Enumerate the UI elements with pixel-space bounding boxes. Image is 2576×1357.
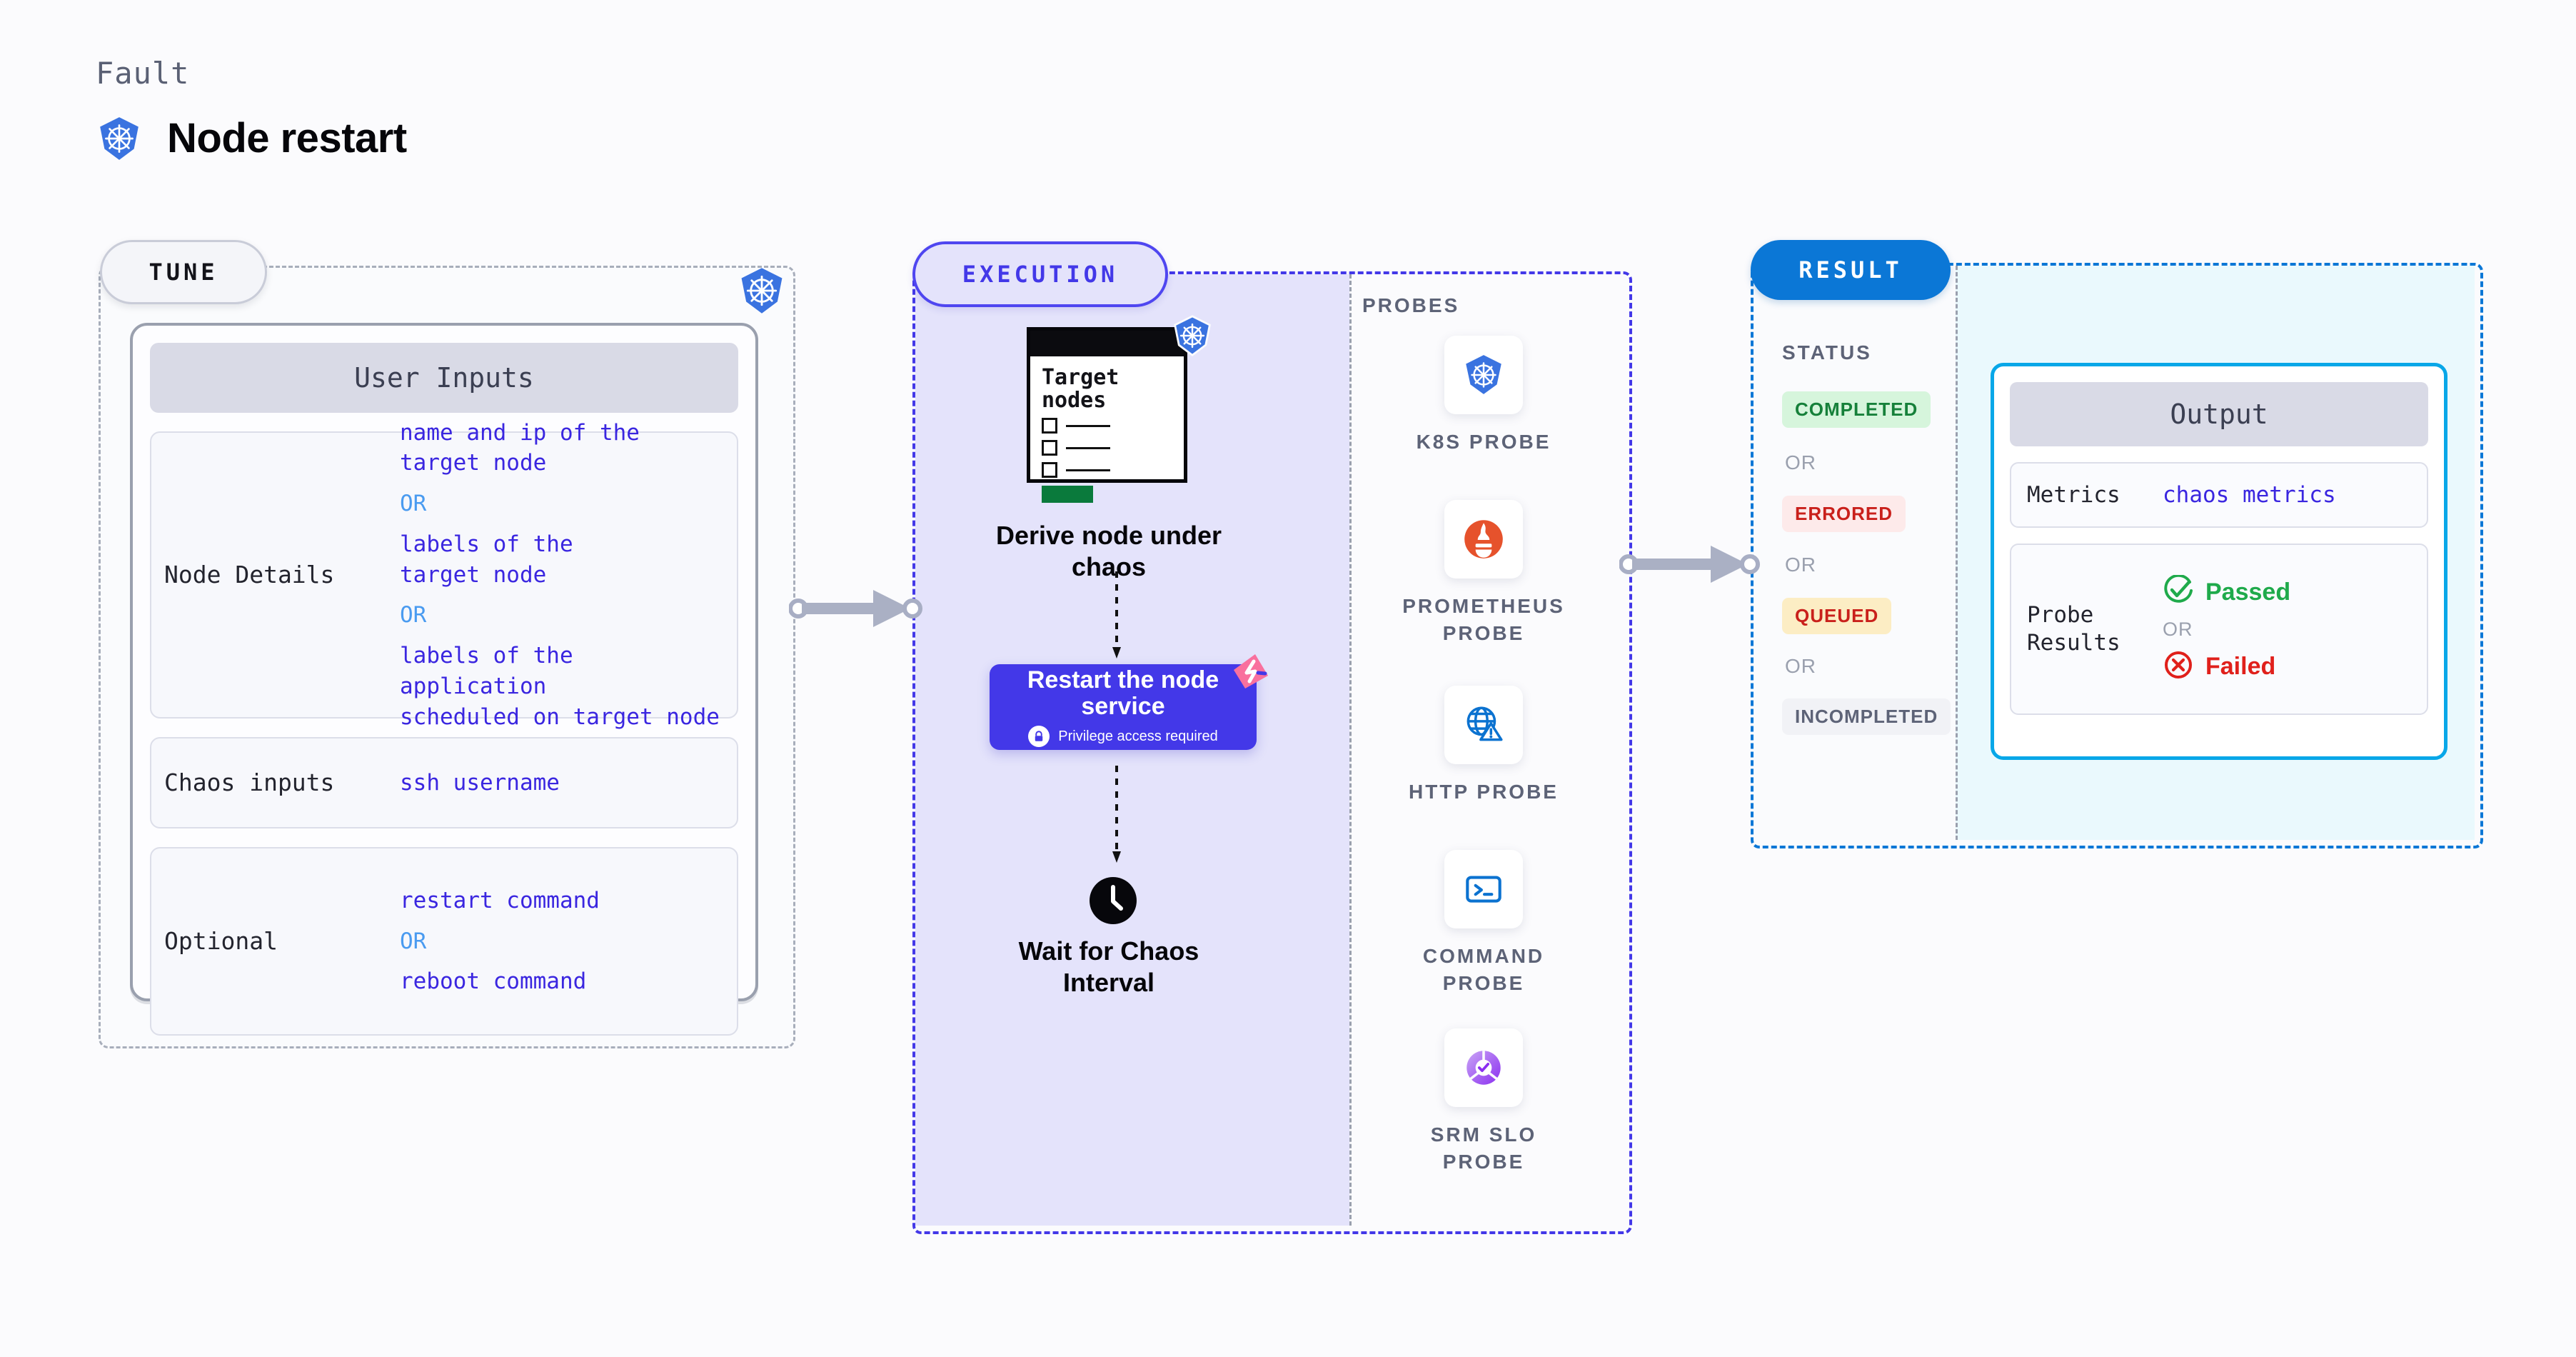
status-section-title: STATUS xyxy=(1782,341,1872,364)
row-label: Node Details xyxy=(164,561,335,589)
node-checkbox-row xyxy=(1042,440,1172,456)
tune-stage-pill[interactable]: TUNE xyxy=(100,240,267,304)
slo-gauge-icon xyxy=(1444,1028,1523,1107)
fault-title-row: Node restart xyxy=(96,114,407,162)
flow-connector-2 xyxy=(1111,766,1122,869)
row-values: name and ip of the target node OR labels… xyxy=(400,418,724,733)
x-circle-icon xyxy=(2163,649,2194,684)
probe-item-k8s[interactable]: K8S PROBE xyxy=(1362,336,1605,456)
or-separator: OR xyxy=(1785,655,1816,677)
node-checkbox-row xyxy=(1042,462,1172,478)
row-values: chaos metrics xyxy=(2163,482,2411,508)
restart-node-service-step[interactable]: Restart the node service Privilege acces… xyxy=(990,664,1257,750)
value-text: restart command xyxy=(400,887,600,913)
chaos-fault-badge-icon xyxy=(1229,651,1272,698)
status-badge-incompleted: INCOMPLETED xyxy=(1782,698,1951,735)
row-label: Metrics xyxy=(2027,481,2120,508)
placeholder-line xyxy=(1066,446,1110,449)
result-divider xyxy=(1956,266,1958,840)
output-row-metrics: Metrics chaos metrics xyxy=(2010,462,2428,528)
privilege-note: Privilege access required xyxy=(1028,726,1218,748)
kubernetes-icon xyxy=(737,266,787,319)
probe-item-srm-slo[interactable]: SRM SLO PROBE xyxy=(1362,1028,1605,1176)
target-nodes-card: Target nodes xyxy=(1027,327,1187,503)
probe-label: K8S PROBE xyxy=(1416,431,1551,453)
checkbox-icon xyxy=(1042,440,1057,456)
or-separator: OR xyxy=(400,602,427,629)
derive-node-label: Derive node under chaos xyxy=(995,521,1222,581)
execution-zone xyxy=(912,271,1632,1234)
probes-section-title: PROBES xyxy=(1362,294,1460,316)
node-checkbox-row xyxy=(1042,418,1172,434)
selected-node-bar xyxy=(1042,486,1093,503)
prometheus-icon xyxy=(1444,500,1523,579)
or-separator: OR xyxy=(2163,618,2193,640)
status-badge-queued: QUEUED xyxy=(1782,598,1892,634)
probe-result-passed: Passed xyxy=(2163,574,2411,610)
flow-connector-1 xyxy=(1111,571,1122,665)
target-nodes-title: Target nodes xyxy=(1042,365,1120,413)
row-label: Chaos inputs xyxy=(164,768,335,797)
probe-label: COMMAND PROBE xyxy=(1422,945,1545,994)
value-text: reboot command xyxy=(400,968,587,995)
probe-item-command[interactable]: COMMAND PROBE xyxy=(1362,850,1605,997)
arrow-execution-to-result xyxy=(1619,541,1762,591)
value-text: labels of the application scheduled on t… xyxy=(400,643,720,730)
passed-label: Passed xyxy=(2205,578,2291,606)
fault-eyebrow-label: Fault xyxy=(96,56,190,91)
probe-item-prometheus[interactable]: PROMETHEUS PROBE xyxy=(1362,500,1605,647)
or-separator: OR xyxy=(400,928,427,954)
execution-stage-pill[interactable]: EXECUTION xyxy=(912,241,1168,307)
output-row-probe-results: Probe Results Passed OR xyxy=(2010,544,2428,715)
probe-label: SRM SLO PROBE xyxy=(1430,1123,1537,1173)
terminal-icon xyxy=(1444,850,1523,928)
kubernetes-icon xyxy=(1171,314,1214,361)
value-text: name and ip of the target node xyxy=(400,419,640,476)
row-values: Passed OR Failed xyxy=(2163,574,2411,684)
tune-row-optional: Optional restart command OR reboot comma… xyxy=(150,847,738,1036)
arrow-tune-to-execution xyxy=(788,586,925,635)
row-label: Probe Results xyxy=(2027,602,2120,656)
row-values: ssh username xyxy=(400,768,724,798)
row-label: Optional xyxy=(164,927,278,956)
status-badge-completed: COMPLETED xyxy=(1782,391,1931,428)
clock-icon xyxy=(1090,877,1137,924)
output-card: Output Metrics chaos metrics Probe Resul… xyxy=(1991,363,2447,760)
lock-icon xyxy=(1028,726,1050,748)
result-status-panel-fill xyxy=(1754,266,1956,840)
probe-label: HTTP PROBE xyxy=(1409,781,1559,803)
value-text: ssh username xyxy=(400,769,560,796)
page-title: Node restart xyxy=(167,115,407,161)
or-separator: OR xyxy=(1785,554,1816,576)
result-stage-pill[interactable]: RESULT xyxy=(1751,240,1951,300)
or-separator: OR xyxy=(1785,451,1816,474)
tune-row-chaos-inputs: Chaos inputs ssh username xyxy=(150,737,738,828)
placeholder-line xyxy=(1066,469,1110,471)
output-header: Output xyxy=(2010,382,2428,446)
wait-chaos-interval-label: Wait for Chaos Interval xyxy=(1018,936,1199,997)
kubernetes-icon xyxy=(96,115,143,162)
failed-label: Failed xyxy=(2205,652,2276,680)
step-title: Restart the node service xyxy=(1027,666,1219,720)
or-separator: OR xyxy=(400,491,427,517)
card-titlebar xyxy=(1030,331,1184,356)
checkbox-icon xyxy=(1042,418,1057,434)
probe-label: PROMETHEUS PROBE xyxy=(1402,595,1565,644)
probe-result-failed: Failed xyxy=(2163,649,2411,684)
user-inputs-card: User Inputs Node Details name and ip of … xyxy=(130,323,758,1036)
kubernetes-icon xyxy=(1444,336,1523,414)
checkbox-icon xyxy=(1042,462,1057,478)
probe-item-http[interactable]: HTTP PROBE xyxy=(1362,686,1605,806)
metrics-value: chaos metrics xyxy=(2163,482,2336,508)
check-circle-icon xyxy=(2163,574,2194,610)
tune-row-node-details: Node Details name and ip of the target n… xyxy=(150,420,738,730)
value-text: labels of the target node xyxy=(400,531,573,588)
placeholder-line xyxy=(1066,424,1110,427)
user-inputs-header: User Inputs xyxy=(150,343,738,413)
status-badge-errored: ERRORED xyxy=(1782,496,1906,532)
probes-divider xyxy=(1349,274,1352,1226)
globe-warning-icon xyxy=(1444,686,1523,764)
privilege-text: Privilege access required xyxy=(1058,728,1218,744)
row-values: restart command OR reboot command xyxy=(400,886,724,997)
